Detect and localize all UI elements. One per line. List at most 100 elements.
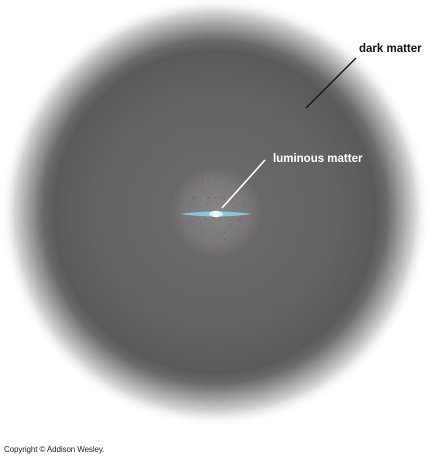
star-dot: [242, 237, 245, 239]
star-dot: [238, 192, 241, 195]
star-dot: [200, 190, 203, 193]
star-dot: [218, 196, 221, 199]
star-dot: [214, 196, 217, 199]
copyright-notice: Copyright © Addison Wesley.: [4, 445, 105, 454]
star-dot: [197, 217, 199, 220]
star-dot: [219, 217, 221, 220]
star-dot: [178, 201, 180, 204]
star-dot: [229, 219, 231, 221]
star-dot: [223, 196, 225, 198]
star-dot: [217, 178, 219, 181]
star-dot: [234, 229, 237, 232]
star-dot: [248, 232, 251, 234]
star-dot: [228, 240, 230, 243]
star-dot: [195, 244, 197, 246]
star-dot: [210, 245, 213, 248]
star-dot: [210, 238, 212, 241]
star-dot: [217, 248, 220, 251]
star-dot: [234, 246, 236, 248]
star-dot: [212, 217, 214, 219]
star-dot: [200, 187, 202, 189]
star-dot: [220, 235, 223, 238]
star-dot: [235, 240, 237, 242]
star-dot: [231, 206, 234, 208]
star-dot: [206, 179, 208, 181]
star-dot: [251, 196, 254, 199]
star-dot: [238, 219, 240, 221]
star-dot: [204, 218, 206, 221]
star-dot: [223, 231, 226, 234]
star-dot: [192, 220, 194, 222]
star-dot: [211, 250, 213, 252]
star-dot: [177, 200, 179, 202]
star-dot: [223, 198, 226, 201]
star-dot: [186, 219, 189, 221]
luminous-matter-label: luminous matter: [273, 153, 363, 165]
star-dot: [194, 196, 197, 199]
star-dot: [231, 198, 234, 201]
star-dot: [193, 204, 195, 207]
star-dot: [201, 182, 204, 184]
star-dot: [189, 221, 191, 224]
star-dot: [204, 232, 207, 235]
star-dot: [237, 220, 239, 223]
star-dot: [224, 238, 226, 241]
star-dot: [201, 179, 204, 182]
star-dot: [195, 179, 197, 182]
star-dot: [182, 221, 184, 224]
star-dot: [212, 235, 215, 237]
star-dot: [176, 219, 178, 221]
star-dot: [202, 247, 204, 249]
dark-matter-pointer-line: [305, 57, 357, 109]
star-dot: [230, 224, 232, 226]
star-dot: [244, 206, 247, 208]
star-dot: [224, 216, 226, 218]
star-dot: [199, 221, 202, 224]
star-dot: [209, 209, 211, 211]
star-dot: [207, 245, 210, 248]
star-dot: [240, 188, 242, 190]
star-dot: [219, 247, 222, 249]
star-dot: [191, 196, 194, 199]
star-dot: [240, 236, 242, 238]
star-dot: [237, 204, 239, 207]
star-dot: [200, 232, 203, 235]
dark-matter-label: dark matter: [359, 43, 422, 55]
star-dot: [247, 224, 249, 226]
galaxy-bulge-center: [209, 210, 223, 218]
star-dot: [242, 192, 245, 195]
star-dot: [239, 218, 242, 221]
star-dot: [188, 210, 191, 213]
star-dot: [243, 204, 245, 206]
star-dot: [177, 221, 179, 223]
star-dot: [206, 202, 209, 205]
star-dot: [206, 198, 209, 200]
star-dot: [189, 219, 192, 221]
star-dot: [215, 175, 217, 178]
star-dot: [239, 216, 242, 219]
star-dot: [248, 228, 250, 231]
luminous-matter-pointer-line: [221, 159, 266, 209]
star-dot: [189, 206, 192, 209]
star-dot: [191, 227, 194, 230]
star-dot: [240, 180, 242, 183]
star-dot: [224, 174, 226, 176]
star-dot: [245, 216, 248, 219]
star-dot: [208, 179, 211, 182]
star-dot: [189, 225, 191, 228]
star-dot: [218, 245, 221, 247]
star-dot: [207, 196, 210, 199]
star-dot: [181, 224, 183, 227]
star-dot: [179, 221, 181, 223]
star-dot: [189, 200, 191, 203]
star-dot: [205, 192, 207, 195]
star-dot: [213, 230, 216, 233]
star-dot: [179, 202, 182, 205]
star-dot: [227, 225, 230, 228]
star-dot: [181, 211, 184, 214]
star-dot: [248, 194, 251, 197]
star-dot: [219, 219, 221, 221]
star-dot: [214, 179, 217, 181]
star-dot: [234, 194, 237, 196]
